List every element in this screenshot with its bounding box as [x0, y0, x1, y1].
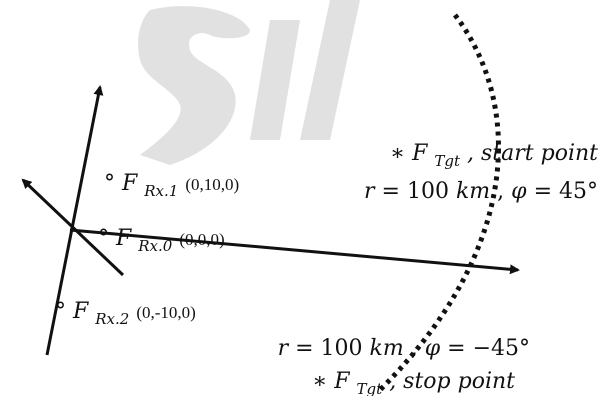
- target-start-r-unit: km: [456, 179, 490, 204]
- target-stop-text: , stop point: [389, 369, 515, 394]
- receiver-rx0-marker: °: [98, 226, 109, 251]
- receiver-rx1-marker: °: [104, 171, 115, 196]
- target-start-symbol: F: [411, 141, 428, 166]
- watermark-stroke-1: [138, 6, 250, 166]
- target-start-r: r: [364, 179, 376, 204]
- target-stop-r-unit: km: [370, 336, 404, 361]
- target-start-text: , start point: [467, 141, 598, 166]
- receiver-rx0-subscript: Rx.0: [137, 237, 173, 255]
- receiver-rx2-label: ° F Rx.2 (0,-10,0): [55, 299, 196, 330]
- target-stop-r-value: = 100: [295, 336, 369, 361]
- receiver-rx1-symbol: F: [121, 171, 138, 196]
- receiver-rx1-subscript: Rx.1: [143, 182, 178, 200]
- target-stop-label: ∗ F Tgt , stop point: [312, 369, 515, 396]
- receiver-rx2-coords: (0,-10,0): [136, 303, 195, 322]
- watermark-stroke-2: [250, 20, 300, 140]
- target-trajectory-arc: [378, 13, 501, 392]
- target-stop-phi-value: = −45°: [447, 336, 530, 361]
- vertical-axis-arrow: [45, 85, 104, 356]
- receiver-rx2-marker: °: [55, 299, 66, 324]
- target-start-phi: φ: [511, 179, 527, 204]
- target-stop-subscript: Tgt: [357, 380, 384, 396]
- target-stop-params: r = 100 km , φ = −45°: [278, 336, 530, 361]
- target-stop-phi: φ: [425, 336, 441, 361]
- receiver-rx0-symbol: F: [115, 226, 132, 251]
- horizontal-axis-arrow: [69, 228, 520, 275]
- diagonal-axis-arrow: [21, 178, 125, 277]
- target-stop-symbol: F: [333, 369, 350, 394]
- target-start-subscript: Tgt: [434, 152, 461, 170]
- receiver-rx2-symbol: F: [72, 299, 89, 324]
- target-start-label: ∗ F Tgt , start point: [390, 141, 598, 172]
- receiver-rx1-coords: (0,10,0): [185, 175, 239, 194]
- receiver-rx0-label: ° F Rx.0 (0,0,0): [98, 226, 225, 257]
- target-start-r-value: = 100: [382, 179, 456, 204]
- receiver-rx1-label: ° F Rx.1 (0,10,0): [104, 171, 239, 202]
- target-start-phi-value: = 45°: [534, 179, 598, 204]
- target-start-params: r = 100 km , φ = 45°: [364, 179, 598, 204]
- watermark-stroke-3: [300, 0, 360, 140]
- receiver-rx2-subscript: Rx.2: [94, 310, 129, 328]
- watermark: [138, 0, 360, 166]
- target-start-marker: ∗: [390, 141, 405, 166]
- receiver-rx0-coords: (0,0,0): [179, 230, 224, 249]
- target-stop-marker: ∗: [312, 369, 327, 394]
- target-stop-r: r: [278, 336, 290, 361]
